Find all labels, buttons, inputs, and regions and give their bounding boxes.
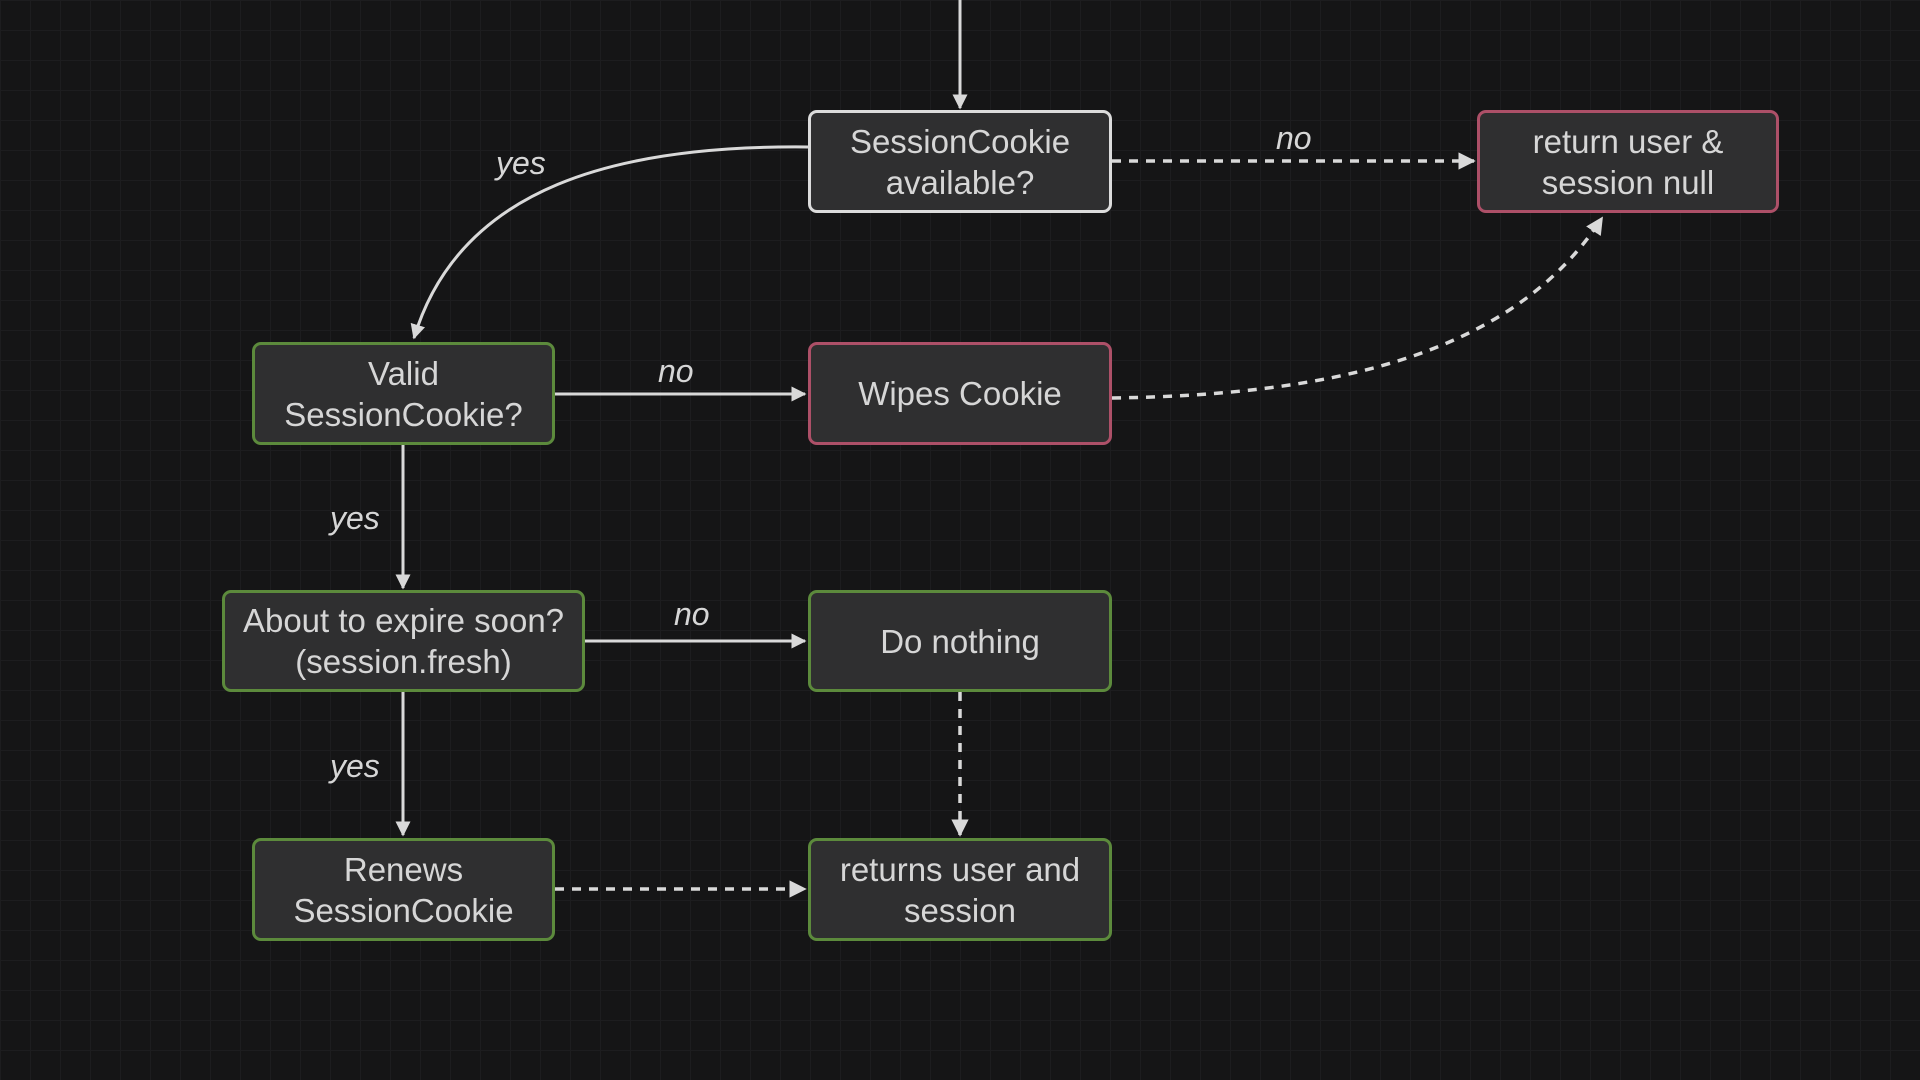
edge-label-no: no (674, 596, 710, 632)
edge-label-no: no (658, 353, 694, 389)
edge-label-yes: yes (496, 145, 546, 181)
node-do-nothing: Do nothing (808, 590, 1112, 692)
edge-session-cookie-available-to-valid (410, 145, 809, 340)
node-session-cookie-available: SessionCookie available? (808, 110, 1112, 213)
node-renews-session-cookie: Renews SessionCookie (252, 838, 555, 941)
node-wipes-cookie: Wipes Cookie (808, 342, 1112, 445)
edge-label-yes: yes (330, 500, 380, 536)
node-about-to-expire: About to expire soon? (session.fresh) (222, 590, 585, 692)
edge-label-yes: yes (330, 748, 380, 784)
edge-wipes-cookie-to-return-null (1111, 216, 1604, 400)
node-return-user-session-null: return user & session null (1477, 110, 1779, 213)
node-valid-session-cookie: Valid SessionCookie? (252, 342, 555, 445)
edge-label-no: no (1276, 120, 1312, 156)
node-returns-user-and-session: returns user and session (808, 838, 1112, 941)
